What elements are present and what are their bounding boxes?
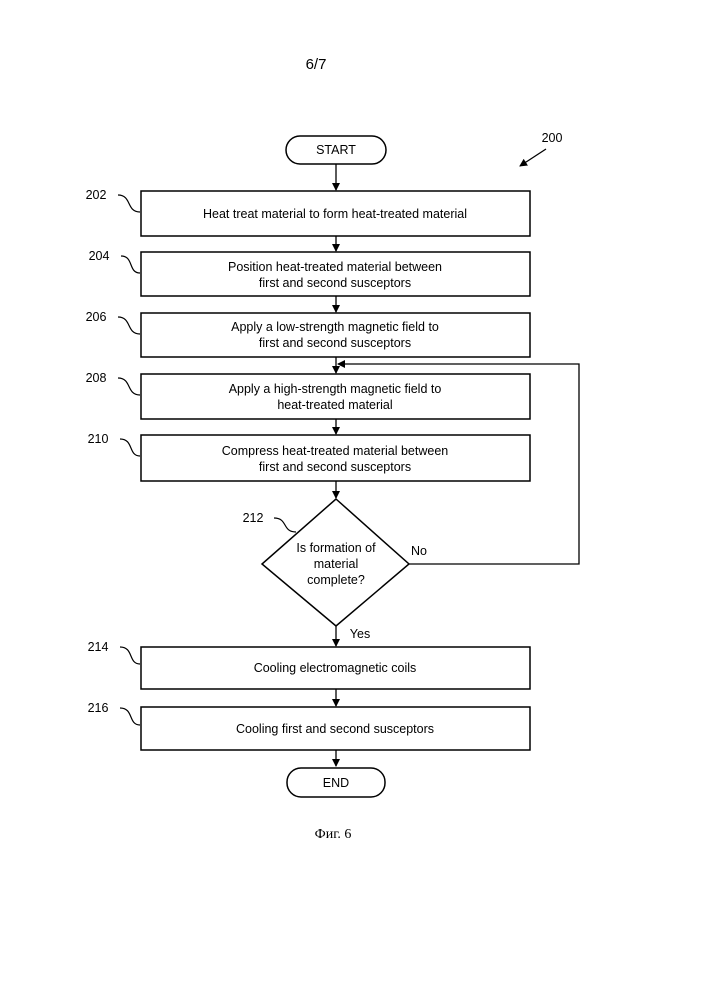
decision-line-3: complete? <box>307 573 365 587</box>
decision-line-1: Is formation of <box>296 541 376 555</box>
ref-hook-212 <box>274 518 296 532</box>
page-number: 6/7 <box>306 56 327 73</box>
ref-hook-214 <box>120 647 140 664</box>
step-206-line-1: Apply a low-strength magnetic field to <box>231 320 439 334</box>
step-box-208 <box>141 374 530 419</box>
decision-ref: 212 <box>243 511 264 525</box>
step-214-line-1: Cooling electromagnetic coils <box>254 661 417 675</box>
start-label: START <box>316 143 356 157</box>
step-210-line-1: Compress heat-treated material between <box>222 444 449 458</box>
figure-ref-arrow <box>520 149 546 166</box>
step-ref-208: 208 <box>86 371 107 385</box>
step-206-line-2: first and second susceptors <box>259 336 411 350</box>
step-ref-206: 206 <box>86 310 107 324</box>
ref-hook-210 <box>120 439 140 456</box>
ref-hook-208 <box>118 378 140 395</box>
step-208-line-1: Apply a high-strength magnetic field to <box>229 382 442 396</box>
step-ref-202: 202 <box>86 188 107 202</box>
step-refs: 202 204 206 208 210 214 216 <box>86 188 140 725</box>
step-208-line-2: heat-treated material <box>277 398 392 412</box>
step-ref-216: 216 <box>88 701 109 715</box>
decision-diamond: Is formation of material complete? 212 N… <box>243 499 427 641</box>
step-204-line-1: Position heat-treated material between <box>228 260 442 274</box>
end-terminator: END <box>287 768 385 797</box>
decision-line-2: material <box>314 557 358 571</box>
step-216-line-1: Cooling first and second susceptors <box>236 722 434 736</box>
no-label: No <box>411 544 427 558</box>
yes-label: Yes <box>350 627 370 641</box>
step-ref-214: 214 <box>88 640 109 654</box>
end-label: END <box>323 776 349 790</box>
start-terminator: START <box>286 136 386 164</box>
ref-hook-202 <box>118 195 140 212</box>
ref-hook-204 <box>121 256 140 273</box>
step-202-line-1: Heat treat material to form heat-treated… <box>203 207 467 221</box>
figure-ref-label: 200 <box>542 131 563 145</box>
step-ref-210: 210 <box>88 432 109 446</box>
ref-hook-216 <box>120 708 140 725</box>
step-ref-204: 204 <box>89 249 110 263</box>
step-204-line-2: first and second susceptors <box>259 276 411 290</box>
step-box-210 <box>141 435 530 481</box>
ref-hook-206 <box>118 317 140 334</box>
step-210-line-2: first and second susceptors <box>259 460 411 474</box>
figure-caption: Фиг. 6 <box>315 827 352 842</box>
